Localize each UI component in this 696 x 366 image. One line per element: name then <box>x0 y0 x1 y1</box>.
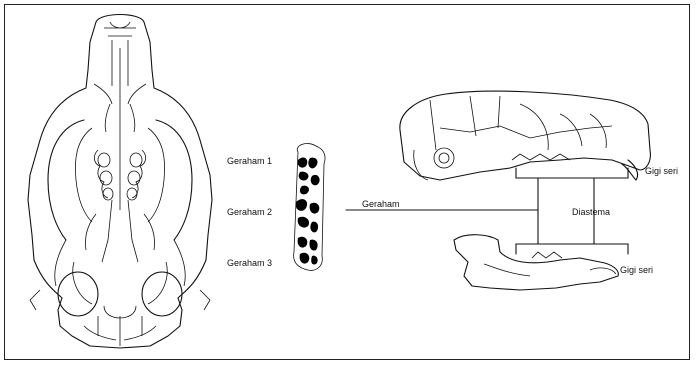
upper-incisor-label: Gigi seri <box>645 167 678 176</box>
molar-label: Geraham <box>362 200 400 209</box>
diastema-label: Diastema <box>572 208 610 217</box>
molar-1-label: Geraham 1 <box>227 157 272 166</box>
skull-lateral-view <box>400 91 651 180</box>
skull-ventral-view <box>28 15 212 349</box>
molar-3-label: Geraham 3 <box>227 259 272 268</box>
molar-row-illustration <box>294 144 325 271</box>
molar-2-label: Geraham 2 <box>227 208 272 217</box>
lower-incisor-label: Gigi seri <box>620 266 653 275</box>
